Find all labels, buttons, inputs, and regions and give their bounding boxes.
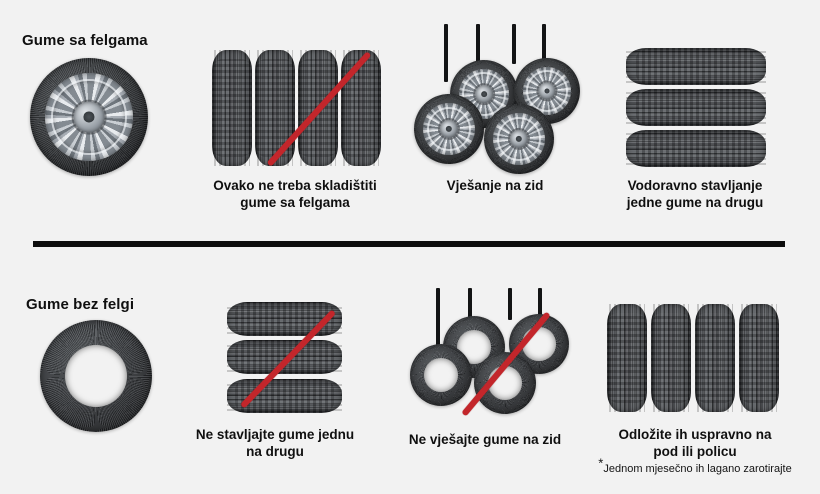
hook-icon bbox=[512, 24, 516, 64]
caption-line-1: Ovako ne treba skladištiti bbox=[213, 178, 377, 193]
caption-line-1: Vodoravno stavljanje bbox=[627, 178, 763, 193]
figure-upright-tires-no-rims: Odložite ih uspravno na pod ili policu *… bbox=[595, 300, 795, 485]
hook-icon bbox=[508, 288, 512, 320]
section-title-bottom: Gume bez felgi bbox=[26, 296, 135, 313]
section-divider bbox=[33, 241, 785, 247]
figure-horizontal-stack-with-rims: Vodoravno stavljanje jedne gume na drugu bbox=[600, 44, 790, 219]
hook-icon bbox=[444, 24, 448, 82]
hook-icon bbox=[436, 288, 440, 346]
four-upright-tires-icon bbox=[607, 304, 779, 412]
caption-line-2: gume sa felgama bbox=[240, 195, 350, 210]
figure-upright-tires-with-rims: Ovako ne treba skladištiti gume sa felga… bbox=[200, 44, 390, 219]
rim-face bbox=[45, 73, 133, 161]
three-stacked-tires-icon bbox=[227, 302, 342, 414]
rimless-tire-icon bbox=[40, 320, 152, 432]
hook-icon bbox=[476, 24, 480, 66]
footnote: *Jednom mjesečno ih lagano zarotirajte bbox=[598, 456, 792, 476]
hook-icon bbox=[538, 288, 542, 316]
section-title-top: Gume sa felgama bbox=[22, 32, 148, 49]
four-hanging-tires-icon bbox=[396, 286, 571, 426]
figure-hanging-wheels: Vješanje na zid bbox=[400, 22, 590, 212]
alloy-wheel-icon bbox=[30, 58, 148, 176]
footnote-asterisk: * bbox=[598, 455, 604, 471]
figure-stacked-tires-no-rims: Ne stavljajte gume jednu na drugu bbox=[175, 300, 375, 480]
figure-hanging-tires-no-rims: Ne vješajte gume na zid bbox=[390, 286, 580, 476]
hero-rimless-tire bbox=[18, 320, 168, 440]
caption-line-1: Vješanje na zid bbox=[446, 178, 544, 193]
caption-line-1: Ne stavljajte gume jednu bbox=[195, 427, 355, 442]
section-tires-without-rims: Gume bez felgi Ne stavljajte gume jednu … bbox=[0, 258, 820, 494]
caption-line-2: pod ili policu bbox=[653, 444, 737, 459]
three-stacked-tires-icon bbox=[626, 48, 766, 168]
wheel-hub bbox=[73, 101, 105, 133]
section-tires-with-rims: Gume sa felgama Ovako ne treba skladišti… bbox=[0, 0, 820, 243]
caption-line-1: Odložite ih uspravno na bbox=[618, 427, 772, 442]
hero-alloy-wheel bbox=[18, 55, 163, 180]
caption-line-2: jedne gume na drugu bbox=[626, 195, 764, 210]
caption-line-1: Ne vješajte gume na zid bbox=[408, 432, 562, 447]
hook-icon bbox=[542, 24, 546, 62]
four-upright-tires-icon bbox=[212, 50, 381, 166]
hook-icon bbox=[468, 288, 472, 322]
caption-line-2: na drugu bbox=[246, 444, 304, 459]
four-hanging-wheels-icon bbox=[408, 22, 580, 177]
footnote-text: Jednom mjesečno ih lagano zarotirajte bbox=[603, 463, 792, 475]
